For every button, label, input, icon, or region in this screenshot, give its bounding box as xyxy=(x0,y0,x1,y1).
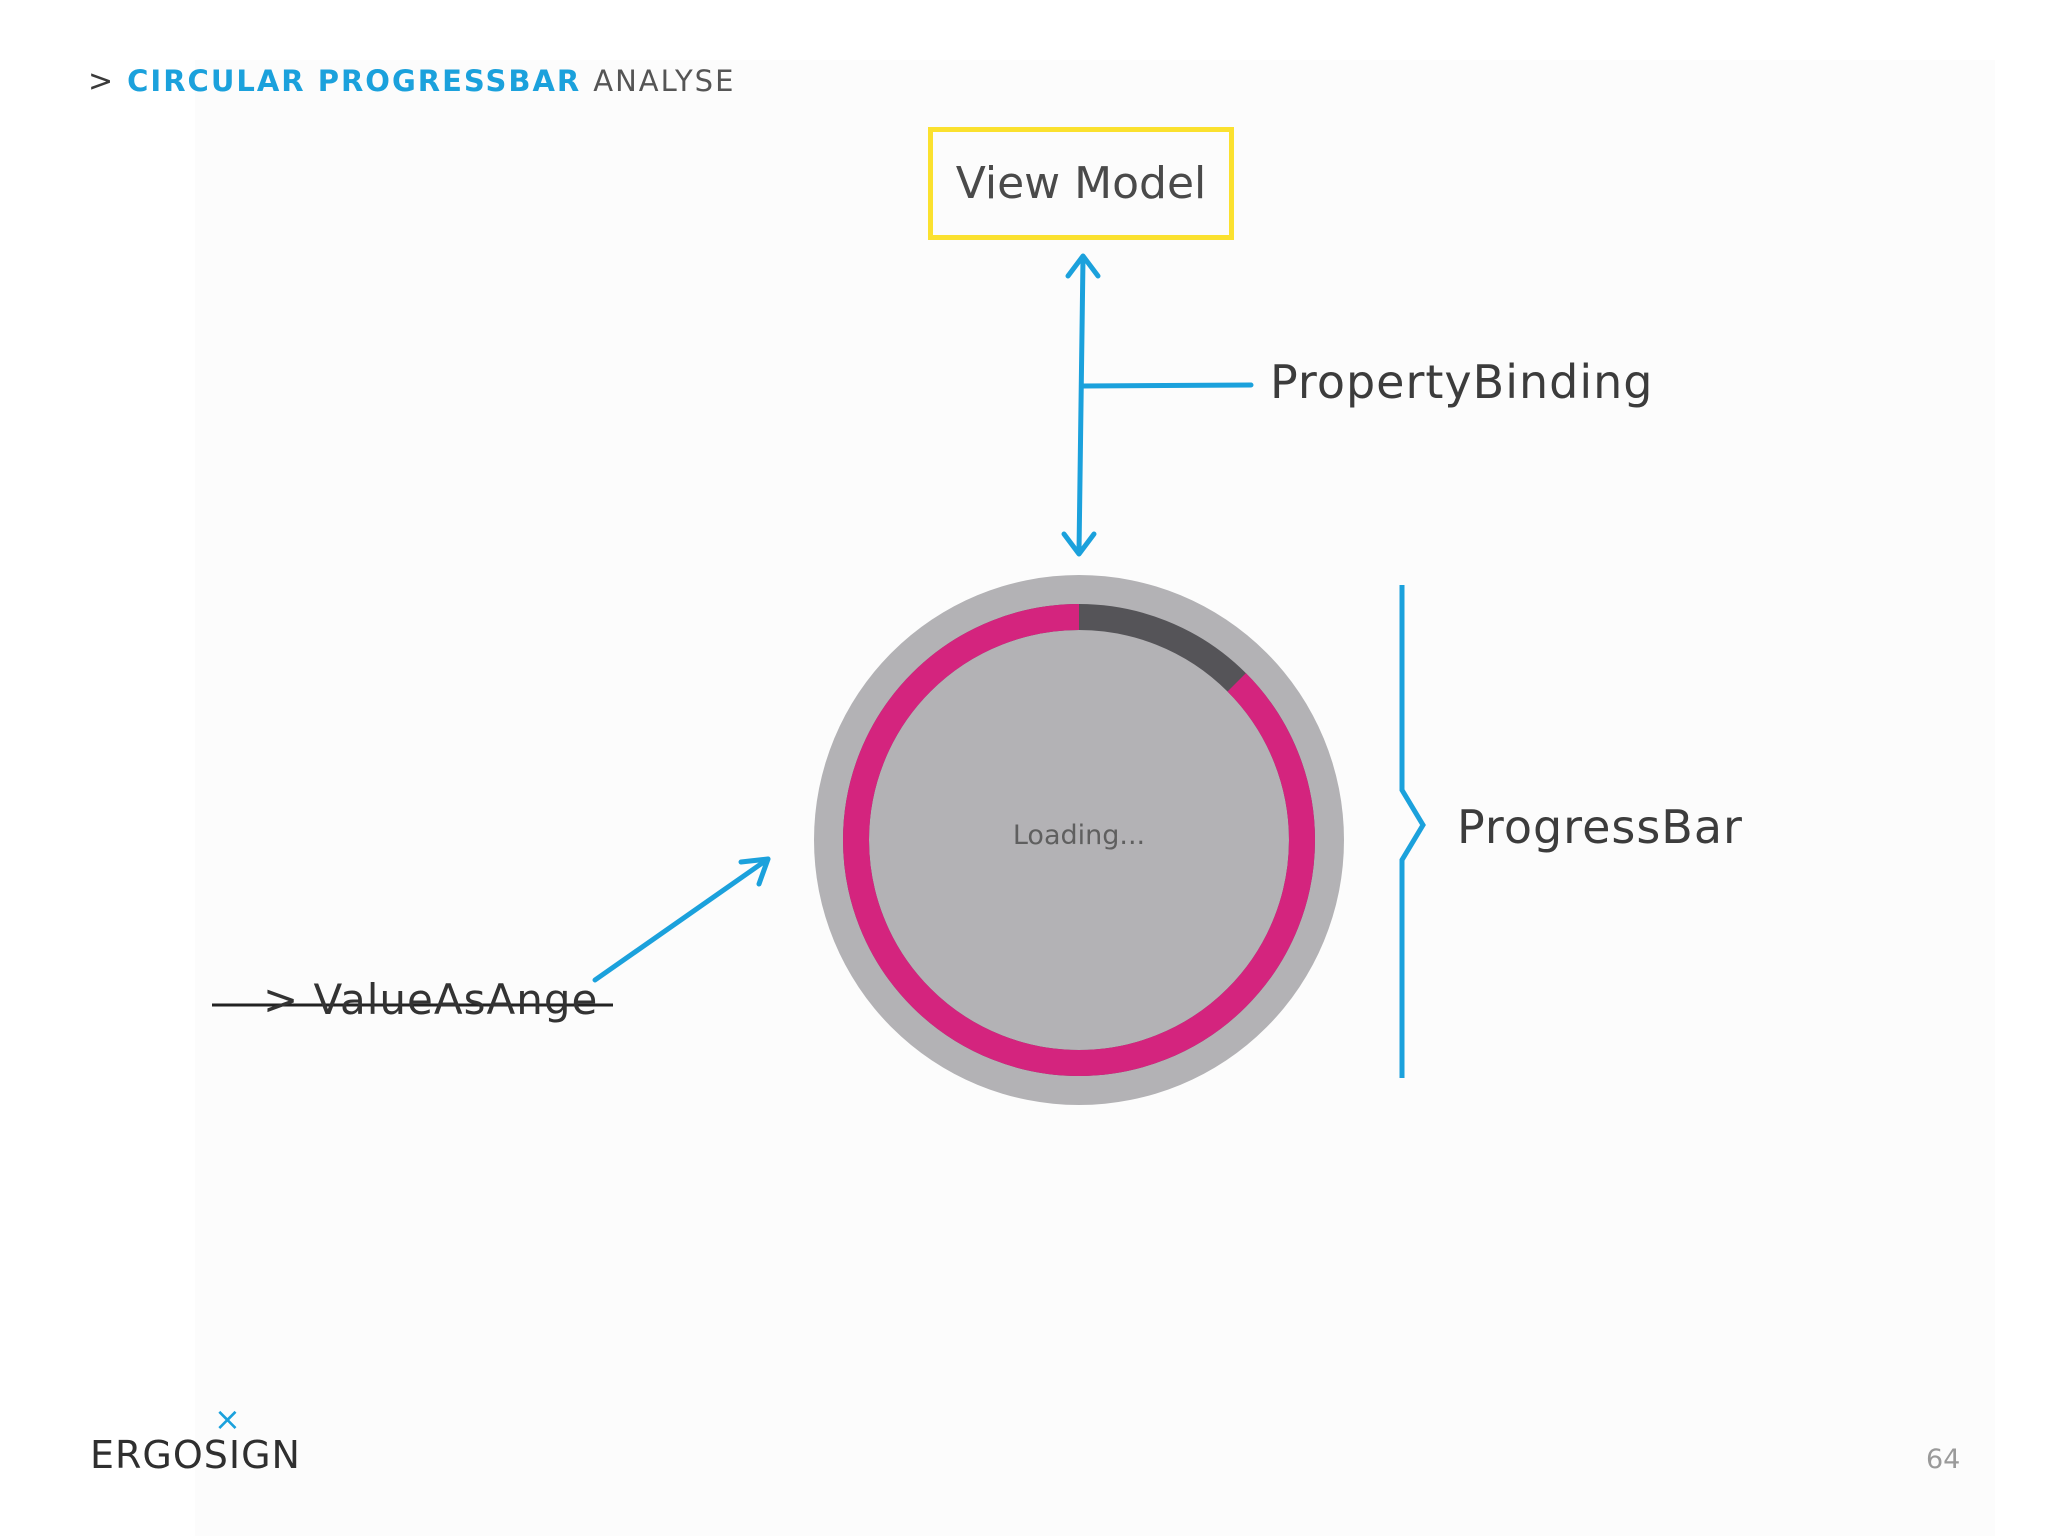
breadcrumb-subtitle: ANALYSE xyxy=(593,64,736,98)
loading-text: Loading... xyxy=(1012,820,1146,851)
arrow-up-head-icon xyxy=(1065,253,1101,279)
value-arrow-shaft xyxy=(592,856,771,983)
logo-wordmark: ERGOSIGN xyxy=(90,1433,301,1477)
arrow-head-icon xyxy=(738,856,771,887)
binding-arrow-shaft xyxy=(1076,255,1086,555)
progress-ring-background xyxy=(814,575,1344,1105)
binding-callout-line xyxy=(1080,382,1254,389)
value-as-angle-label: > ValueAsAnge xyxy=(263,975,599,1024)
view-model-label: View Model xyxy=(955,158,1207,209)
property-binding-label: PropertyBinding xyxy=(1270,355,1654,409)
binding-arrow xyxy=(1061,253,1254,557)
breadcrumb: > CIRCULAR PROGRESSBAR ANALYSE xyxy=(88,58,735,104)
chevron-right-icon: > xyxy=(88,63,114,99)
arrow-down-head-icon xyxy=(1061,531,1097,557)
page-number: 64 xyxy=(1926,1444,1961,1475)
progressbar-brace xyxy=(1399,585,1426,1078)
value-arrow xyxy=(592,856,771,983)
progress-ring-control xyxy=(814,575,1344,1105)
view-model-box: View Model xyxy=(928,127,1234,240)
logo-x-icon: × xyxy=(214,1400,241,1438)
breadcrumb-title: CIRCULAR PROGRESSBAR xyxy=(127,64,582,98)
progressbar-label: ProgressBar xyxy=(1457,800,1743,854)
ergosign-logo: × ERGOSIGN xyxy=(90,1403,300,1478)
progress-ring-arc xyxy=(843,604,1315,1076)
